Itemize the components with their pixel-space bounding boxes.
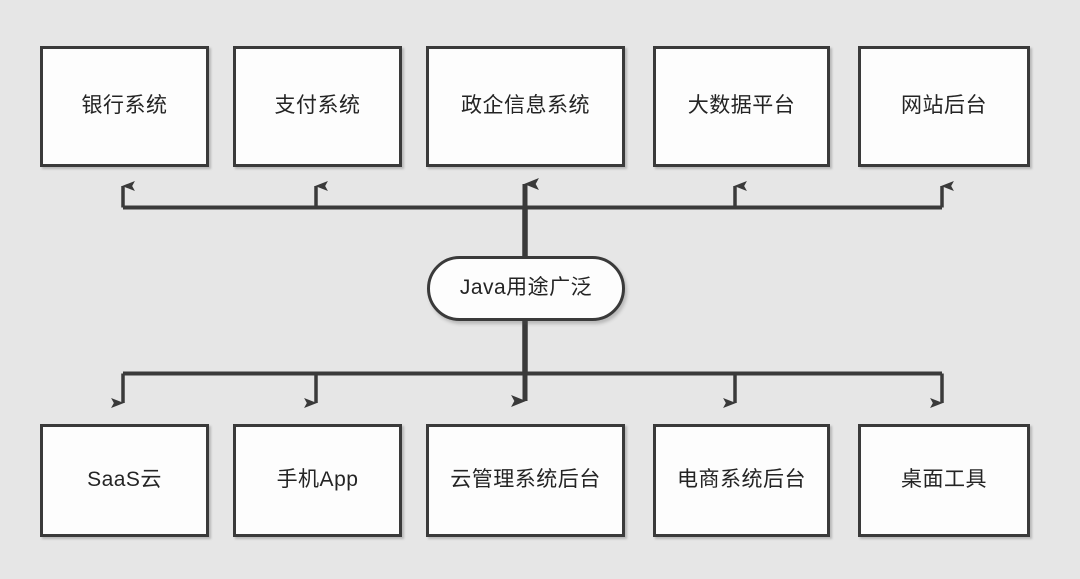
- node-bigdata-platform[interactable]: 大数据平台: [653, 46, 830, 167]
- node-java-versatile-center[interactable]: Java用途广泛: [427, 256, 625, 321]
- node-gov-enterprise-info-system-label: 政企信息系统: [461, 94, 590, 118]
- node-payment-system[interactable]: 支付系统: [233, 46, 402, 167]
- node-desktop-tool-label: 桌面工具: [901, 468, 987, 492]
- node-website-backend-label: 网站后台: [901, 94, 987, 118]
- node-bigdata-platform-label: 大数据平台: [687, 94, 796, 118]
- node-desktop-tool[interactable]: 桌面工具: [858, 424, 1030, 537]
- node-cloud-management-backend[interactable]: 云管理系统后台: [426, 424, 625, 537]
- node-banking-system[interactable]: 银行系统: [40, 46, 209, 167]
- top-connector-group: [121, 177, 954, 256]
- bottom-connector-group: [111, 321, 944, 409]
- node-ecommerce-backend[interactable]: 电商系统后台: [653, 424, 830, 537]
- node-java-versatile-center-label: Java用途广泛: [459, 276, 593, 300]
- node-banking-system-label: 银行系统: [81, 94, 168, 118]
- node-ecommerce-backend-label: 电商系统后台: [677, 468, 806, 492]
- node-saas-cloud[interactable]: SaaS云: [40, 424, 209, 537]
- node-cloud-management-backend-label: 云管理系统后台: [450, 468, 601, 492]
- node-mobile-app[interactable]: 手机App: [233, 424, 402, 537]
- node-saas-cloud-label: SaaS云: [87, 468, 162, 492]
- node-mobile-app-label: 手机App: [276, 468, 359, 492]
- node-website-backend[interactable]: 网站后台: [858, 46, 1030, 167]
- node-payment-system-label: 支付系统: [274, 94, 361, 118]
- node-gov-enterprise-info-system[interactable]: 政企信息系统: [426, 46, 625, 167]
